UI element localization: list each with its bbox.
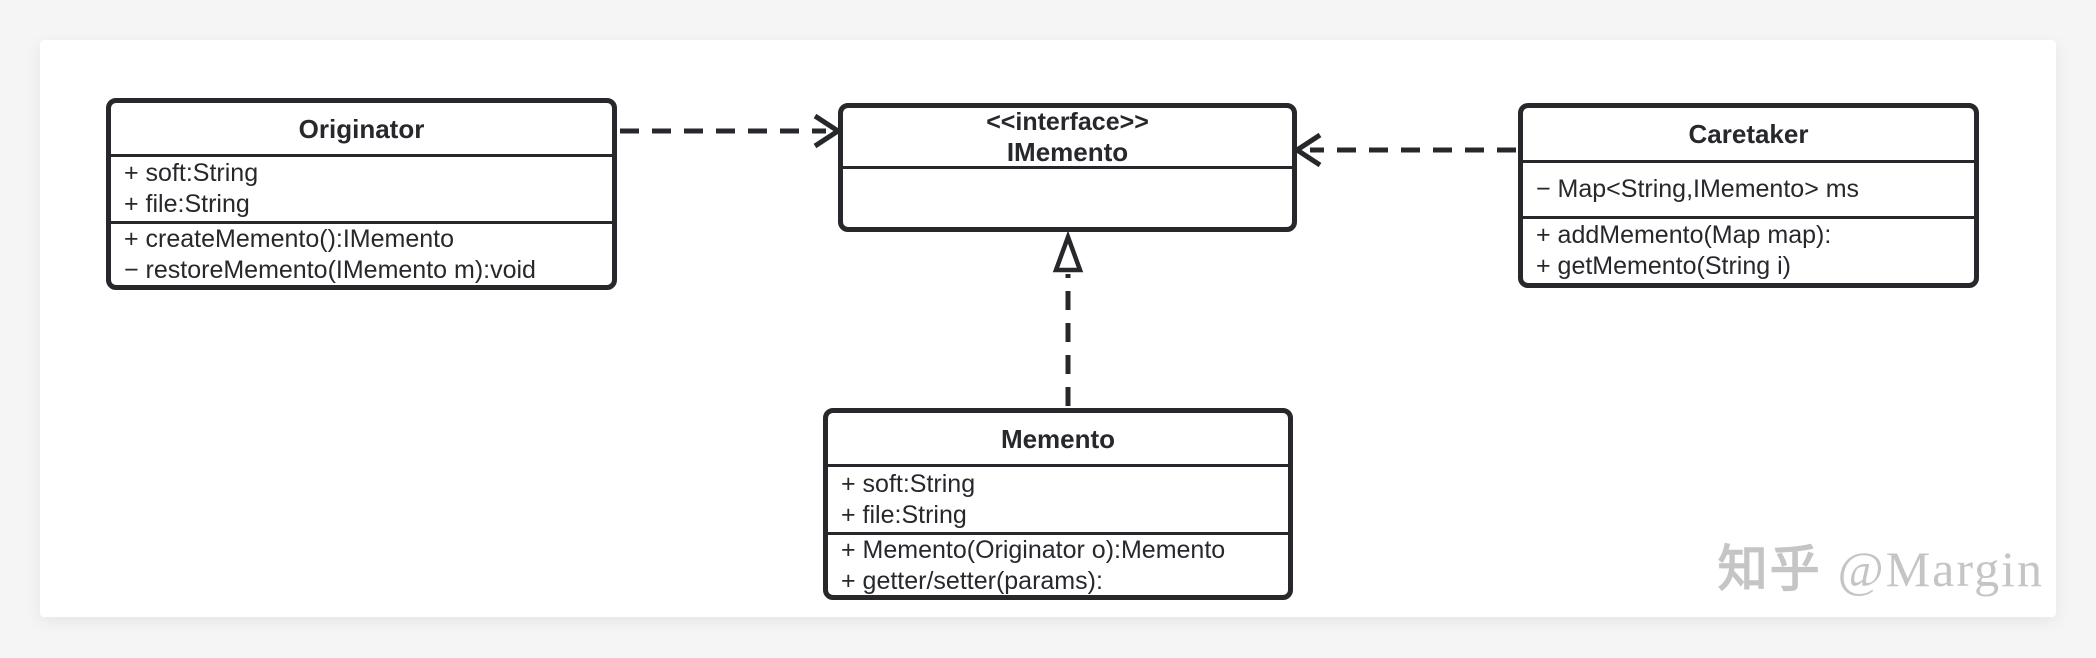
attributes-section: + soft:String + file:String: [111, 157, 612, 224]
class-title: Caretaker: [1688, 119, 1809, 149]
method: + getter/setter(params):: [841, 567, 1103, 595]
watermark-author: @Margin: [1837, 541, 2044, 597]
attributes-section: − Map<String,IMemento> ms: [1523, 163, 1974, 219]
class-box-originator: Originator + soft:String + file:String +…: [106, 98, 617, 290]
attribute: + soft:String: [124, 159, 259, 187]
watermark-brand: 知乎: [1717, 541, 1822, 597]
attribute: + file:String: [841, 500, 967, 529]
method: + getMemento(String i): [1536, 252, 1791, 280]
watermark: 知乎 @Margin: [1718, 544, 2044, 594]
attributes-section: + soft:String + file:String: [828, 467, 1288, 535]
interface-stereotype: <<interface>>: [986, 108, 1149, 136]
attribute: + soft:String: [841, 469, 976, 498]
class-title: IMemento: [1006, 137, 1129, 167]
class-header-imemento: <<interface>> IMemento: [843, 108, 1292, 169]
class-header-caretaker: Caretaker: [1523, 108, 1974, 163]
class-header-memento: Memento: [828, 413, 1288, 467]
method: + Memento(Originator o):Memento: [841, 536, 1226, 564]
attribute: + file:String: [124, 190, 250, 218]
method: + addMemento(Map map):: [1536, 221, 1832, 249]
class-header-originator: Originator: [111, 103, 612, 157]
empty-body-section: [843, 169, 1292, 227]
methods-section: + createMemento():IMemento − restoreMeme…: [111, 224, 612, 286]
class-box-caretaker: Caretaker − Map<String,IMemento> ms + ad…: [1518, 103, 1979, 288]
attribute: − Map<String,IMemento> ms: [1536, 175, 1860, 203]
class-box-memento: Memento + soft:String + file:String + Me…: [823, 408, 1293, 600]
methods-section: + Memento(Originator o):Memento + getter…: [828, 535, 1288, 597]
class-title: Originator: [298, 113, 425, 144]
class-title: Memento: [1000, 423, 1116, 454]
class-box-imemento: <<interface>> IMemento: [838, 103, 1297, 232]
method: + createMemento():IMemento: [124, 225, 454, 253]
method: − restoreMemento(IMemento m):void: [124, 256, 536, 284]
methods-section: + addMemento(Map map): + getMemento(Stri…: [1523, 219, 1974, 283]
